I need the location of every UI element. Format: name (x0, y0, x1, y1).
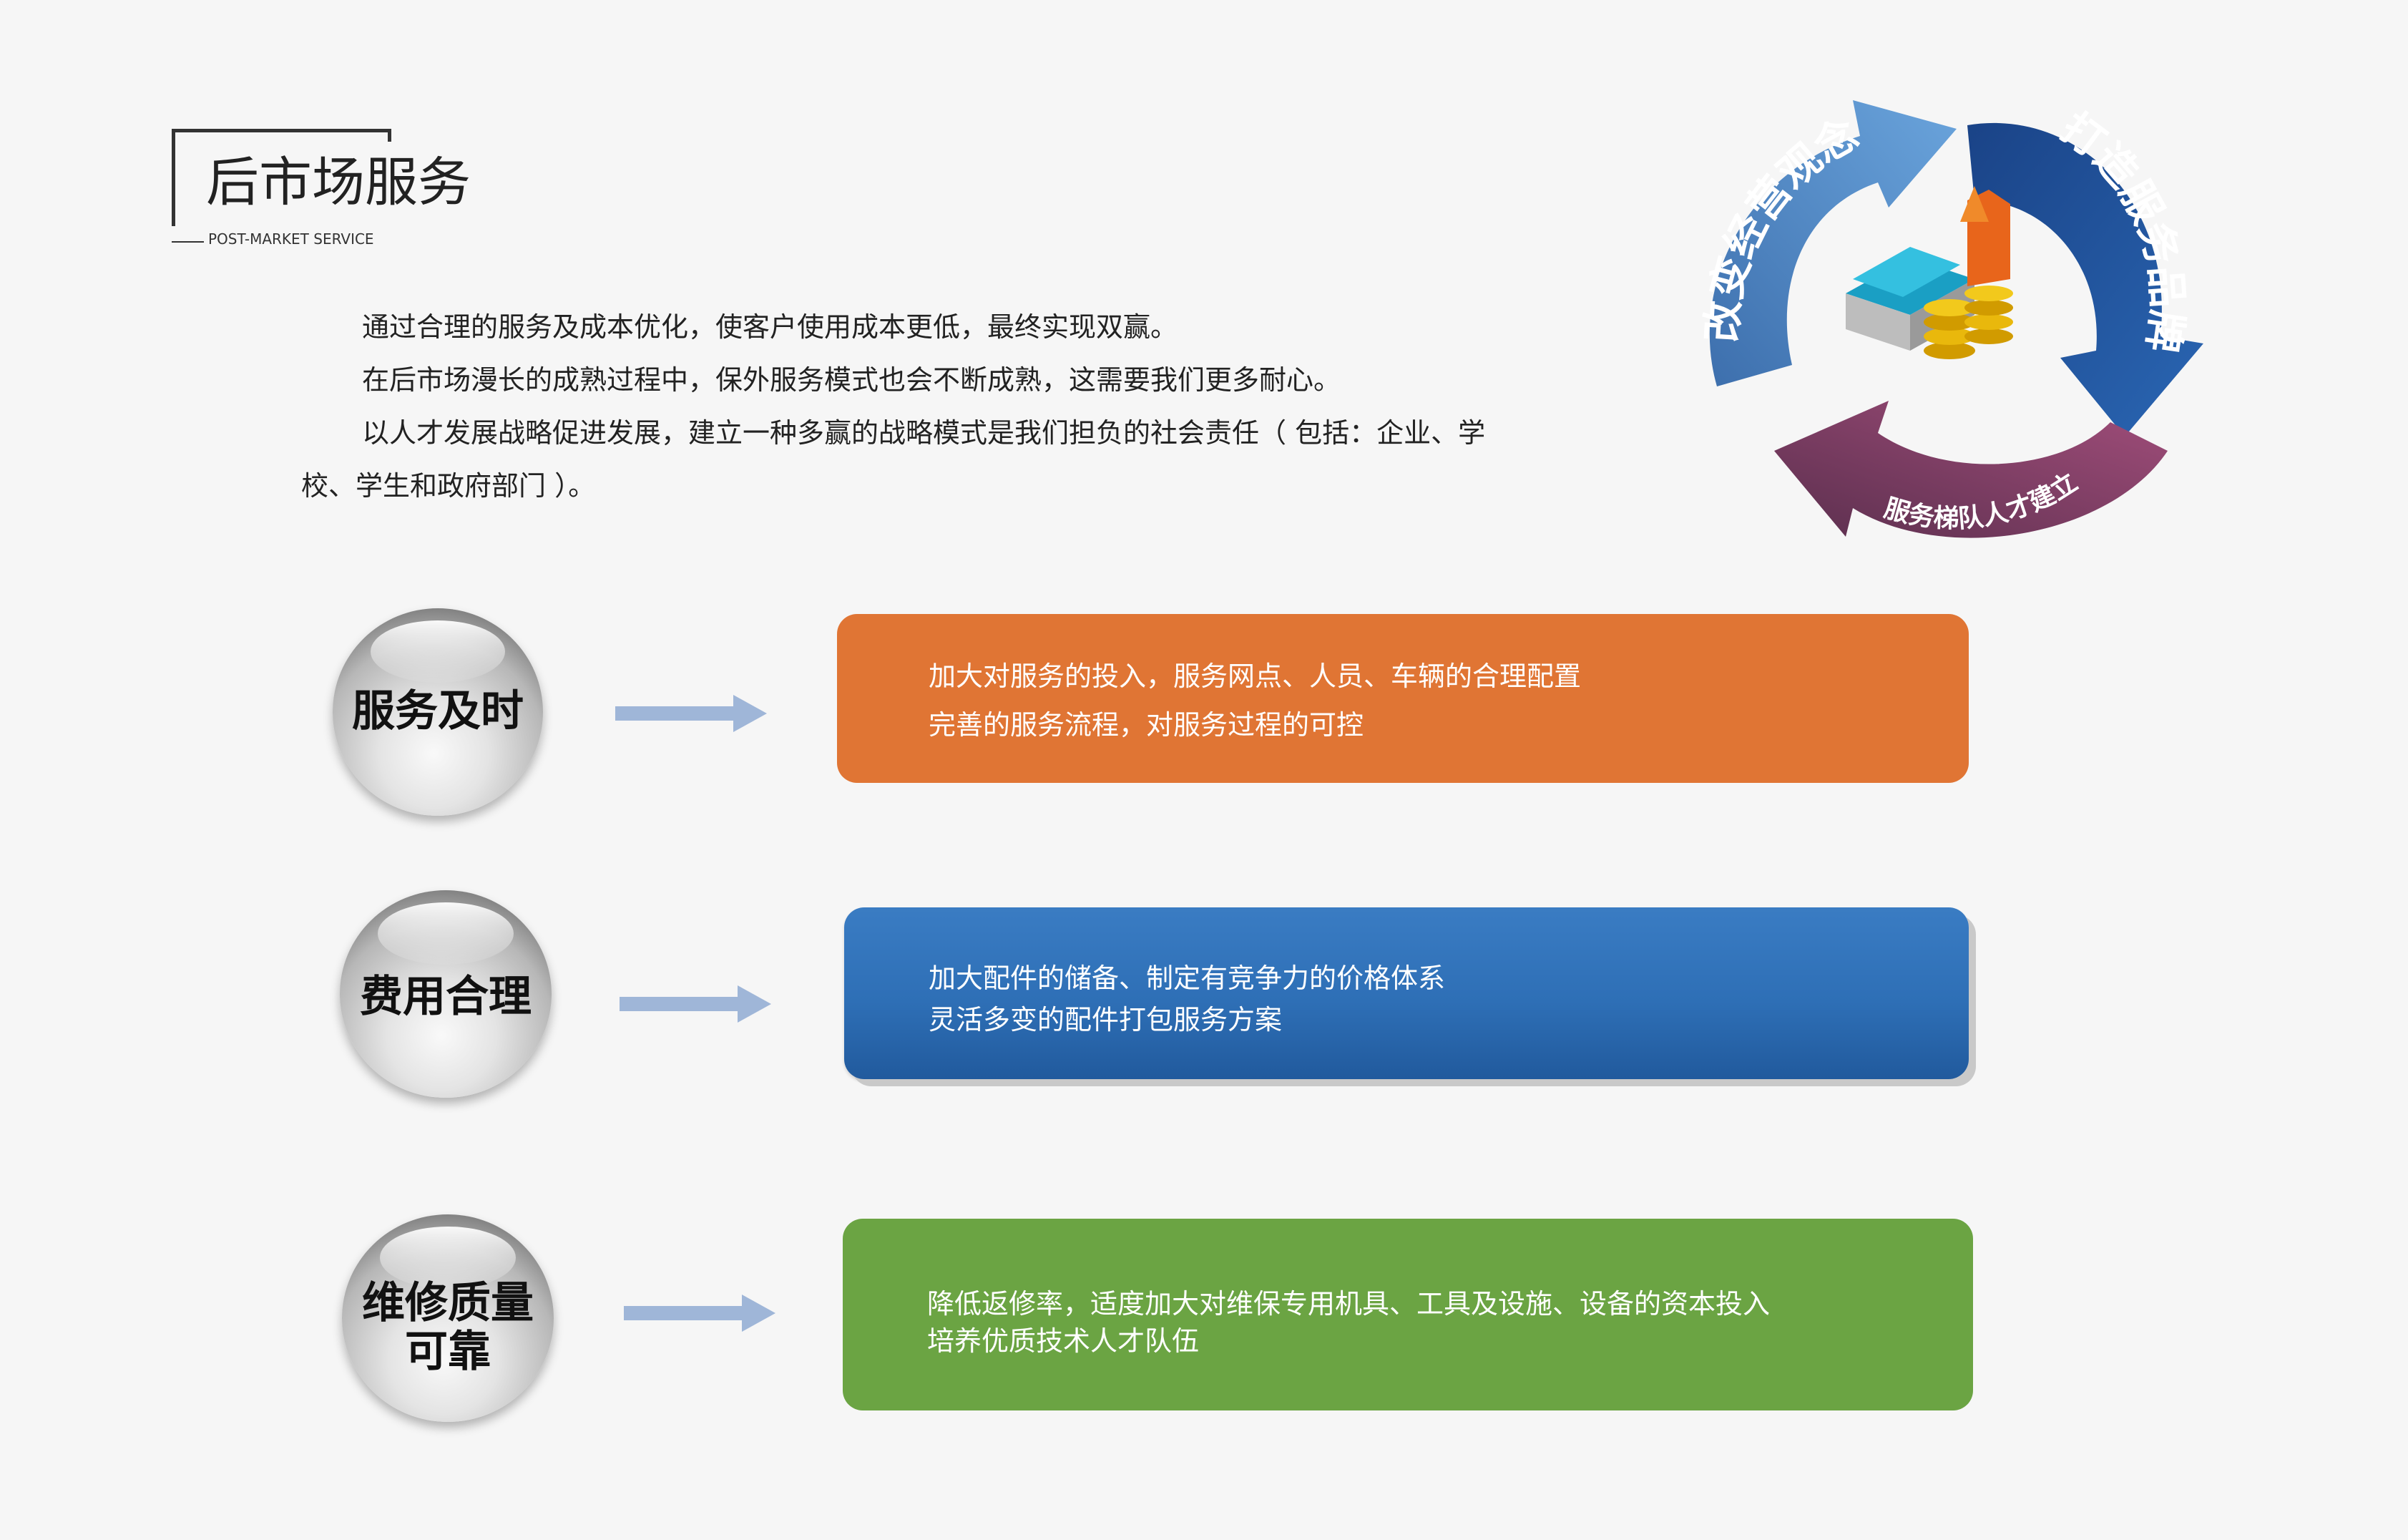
row-1-line-1: 加大对服务的投入，服务网点、人员、车辆的合理配置 (929, 661, 1582, 692)
row-3-line-1: 降低返修率，适度加大对维保专用机具、工具及设施、设备的资本投入 (927, 1288, 1771, 1320)
row-2-line-2: 灵活多变的配件打包服务方案 (929, 1004, 1283, 1035)
row-3-circle-label-1: 维修质量 (362, 1278, 534, 1328)
row-3-circle: 维修质量 可靠 (342, 1214, 554, 1422)
row-1-card: 加大对服务的投入，服务网点、人员、车辆的合理配置 完善的服务流程，对服务过程的可… (837, 614, 1969, 783)
row-1-circle: 服务及时 (333, 608, 543, 816)
page-subtitle: POST-MARKET SERVICE (208, 230, 374, 248)
cycle-diagram: 改变经营观念 打造服务品牌 服务梯队人才建立 (1699, 100, 2203, 538)
intro-paragraph-1: 通过合理的服务及成本优化，使客户使用成本更低，最终实现双赢。 (362, 311, 1178, 343)
money-coins-icon (1846, 186, 2013, 359)
row-3-arrow-icon (624, 1295, 775, 1332)
row-3-line-2: 培养优质技术人才队伍 (927, 1325, 1200, 1357)
row-2-card: 加大配件的储备、制定有竞争力的价格体系 灵活多变的配件打包服务方案 (844, 907, 1969, 1079)
row-1-line-2: 完善的服务流程，对服务过程的可控 (929, 709, 1364, 741)
title-frame (172, 129, 391, 226)
page-title: 后市场服务 (206, 152, 471, 213)
row-2-line-1: 加大配件的储备、制定有竞争力的价格体系 (929, 962, 1446, 994)
intro-paragraph-3-cont: 校、学生和政府部门 ）。 (301, 470, 596, 502)
intro-text: 通过合理的服务及成本优化，使客户使用成本更低，最终实现双赢。 在后市场漫长的成熟… (301, 301, 1627, 512)
cycle-segment-3 (1774, 401, 2168, 538)
subtitle-rule (172, 241, 204, 243)
intro-paragraph-2: 在后市场漫长的成熟过程中，保外服务模式也会不断成熟，这需要我们更多耐心。 (362, 364, 1341, 396)
row-2-circle: 费用合理 (340, 890, 552, 1098)
row-3-circle-label-2: 可靠 (405, 1327, 491, 1377)
cycle-segment-2 (1967, 122, 2203, 437)
row-1-circle-label: 服务及时 (352, 686, 524, 736)
row-1-arrow-icon (615, 695, 767, 732)
intro-paragraph-3: 以人才发展战略促进发展，建立一种多赢的战略模式是我们担负的社会责任（ 包括：企业… (362, 417, 1486, 449)
cycle-segment-1 (1709, 100, 1957, 386)
row-3-card: 降低返修率，适度加大对维保专用机具、工具及设施、设备的资本投入 培养优质技术人才… (843, 1219, 1973, 1410)
row-2-arrow-icon (620, 985, 771, 1023)
row-2-circle-label: 费用合理 (360, 972, 532, 1022)
